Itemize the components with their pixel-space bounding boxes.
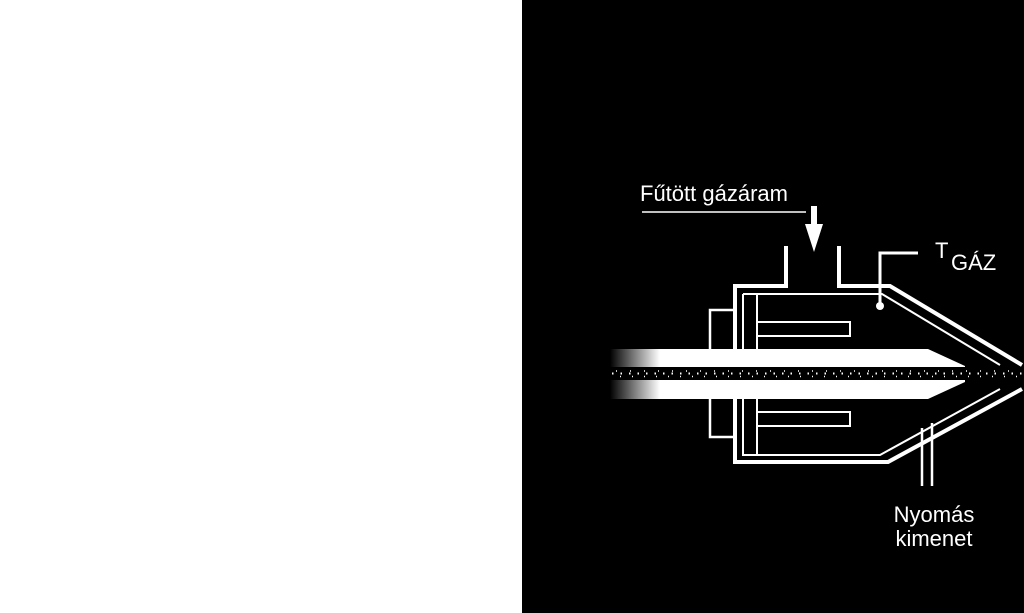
- temp-subscript-label: GÁZ: [951, 250, 996, 275]
- sample-stream: [610, 367, 1022, 380]
- diagram-panel: [522, 0, 1024, 613]
- pressure-label-line1: Nyomás: [894, 502, 975, 527]
- temperature-probe: [876, 251, 918, 310]
- pressure-label-line2: kimenet: [895, 526, 972, 551]
- pressure-output-line: [920, 423, 934, 486]
- down-arrow-icon: [805, 206, 823, 252]
- blank-left-panel: [0, 0, 522, 613]
- gas-flow-label: Fűtött gázáram: [640, 181, 788, 206]
- temp-symbol-label: T: [935, 238, 948, 263]
